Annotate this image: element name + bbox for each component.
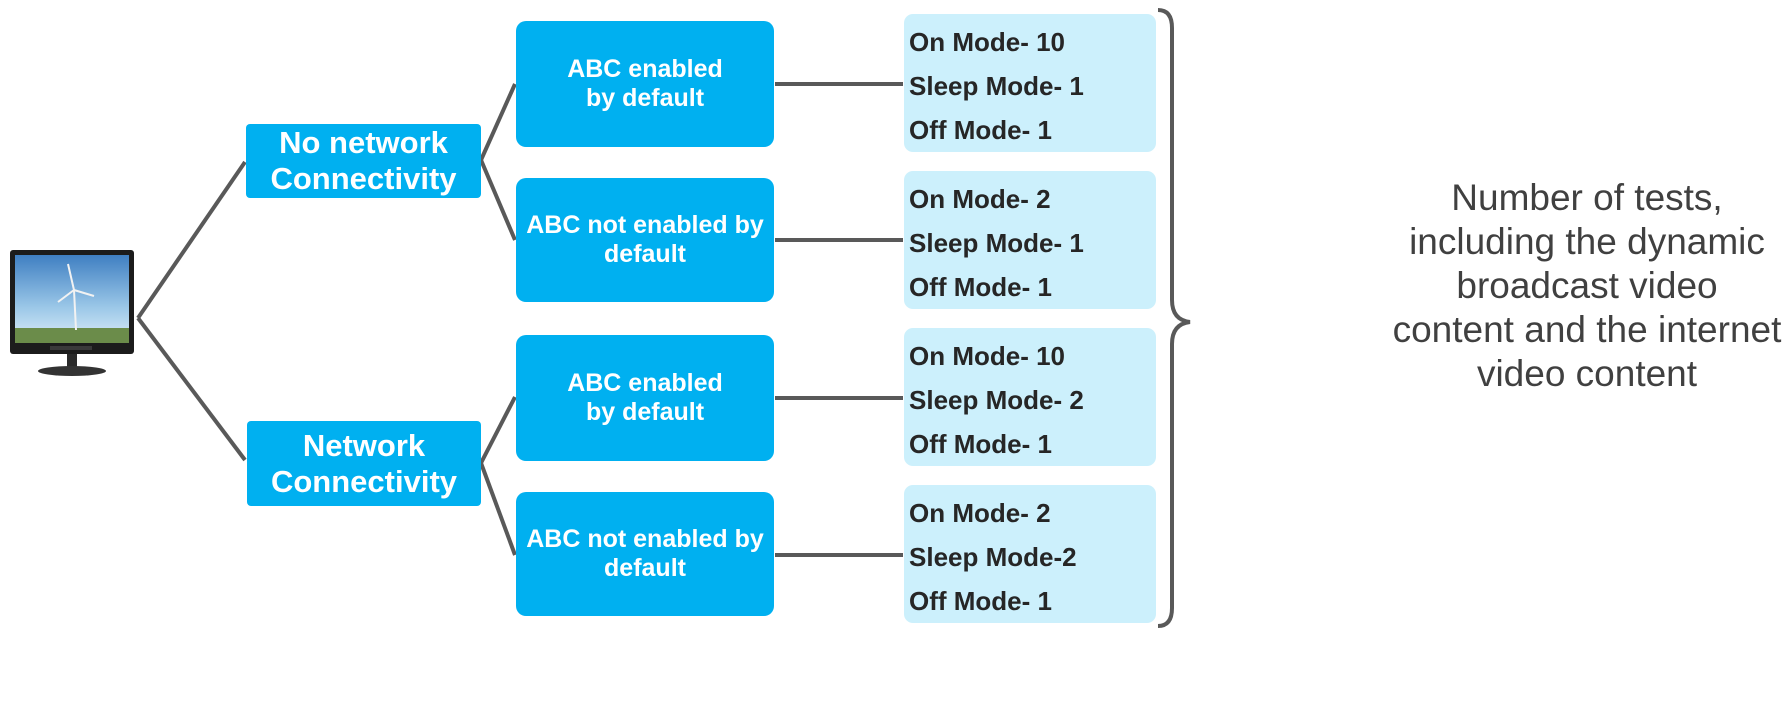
on-mode-tests: On Mode- 2 xyxy=(909,184,1051,214)
connector-line xyxy=(479,159,517,241)
sleep-mode-tests: Sleep Mode- 1 xyxy=(909,228,1084,258)
off-mode-tests: Off Mode- 1 xyxy=(909,429,1052,459)
sleep-mode-tests: Sleep Mode- 2 xyxy=(909,385,1084,415)
abc-enabled-box: ABC enabled by default xyxy=(516,335,774,461)
tests-note: Number of tests, including the dynamic b… xyxy=(1392,177,1782,394)
test-results-box: On Mode- 2 Sleep Mode-2 Off Mode- 1 xyxy=(904,485,1156,623)
sleep-mode-tests: Sleep Mode-2 xyxy=(909,542,1077,572)
abc-enabled-box: ABC enabled by default xyxy=(516,21,774,147)
test-results-box: On Mode- 2 Sleep Mode- 1 Off Mode- 1 xyxy=(904,171,1156,309)
connector-line xyxy=(479,462,517,556)
on-mode-tests: On Mode- 2 xyxy=(909,498,1051,528)
on-mode-tests: On Mode- 10 xyxy=(909,27,1066,57)
connector-line xyxy=(479,396,517,464)
connector-line xyxy=(136,316,247,462)
off-mode-tests: Off Mode- 1 xyxy=(909,115,1052,145)
abc-not-enabled-box: ABC not enabled by default xyxy=(516,178,774,302)
no-network-connectivity-box: No network Connectivity xyxy=(246,124,481,198)
on-mode-tests: On Mode- 10 xyxy=(909,341,1066,371)
network-connectivity-box: Network Connectivity xyxy=(247,421,481,506)
curly-brace xyxy=(1157,8,1191,628)
connector-line xyxy=(479,83,517,161)
test-results-box: On Mode- 10 Sleep Mode- 1 Off Mode- 1 xyxy=(904,14,1156,152)
connector-line xyxy=(136,160,247,320)
off-mode-tests: Off Mode- 1 xyxy=(909,586,1052,616)
test-results-box: On Mode- 10 Sleep Mode- 2 Off Mode- 1 xyxy=(904,328,1156,466)
abc-not-enabled-box: ABC not enabled by default xyxy=(516,492,774,616)
monitor-icon xyxy=(10,250,135,383)
sleep-mode-tests: Sleep Mode- 1 xyxy=(909,71,1084,101)
off-mode-tests: Off Mode- 1 xyxy=(909,272,1052,302)
